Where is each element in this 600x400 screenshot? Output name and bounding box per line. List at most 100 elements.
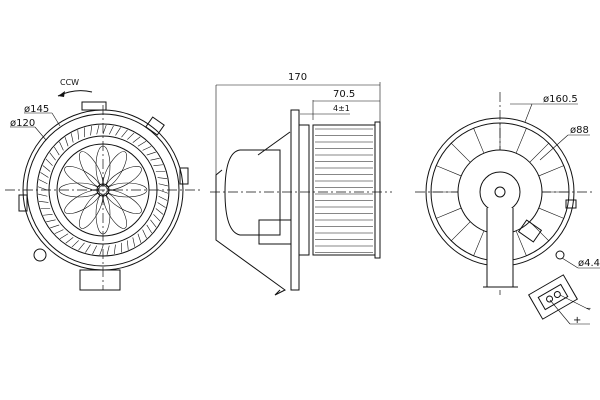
fan-blade bbox=[137, 141, 147, 147]
fan-slats bbox=[315, 128, 373, 253]
fan-blade bbox=[132, 237, 136, 247]
rear-rib bbox=[473, 230, 485, 256]
negative-terminal-label: – bbox=[586, 303, 591, 314]
fan-blade bbox=[38, 193, 48, 197]
front-left-tab bbox=[18, 194, 28, 212]
rear-rib bbox=[515, 230, 527, 256]
diameter-88-label: ø88 bbox=[570, 125, 589, 136]
leader-positive bbox=[549, 299, 571, 325]
side-view: 170 70.5 4±1 bbox=[210, 72, 392, 296]
fan-blade bbox=[85, 244, 91, 253]
leader-160-5b bbox=[524, 103, 533, 123]
fan-blade bbox=[50, 224, 60, 229]
rear-shaft bbox=[494, 186, 506, 198]
leader-4-4 bbox=[561, 257, 579, 269]
fan-blade bbox=[115, 127, 121, 136]
fan-blade bbox=[158, 196, 168, 201]
fan-blade bbox=[46, 219, 56, 223]
fan-blade bbox=[78, 242, 85, 251]
electrical-connector bbox=[527, 274, 579, 320]
fan-hub-ring bbox=[298, 124, 310, 256]
mount-hole bbox=[555, 250, 565, 260]
fan-blade bbox=[132, 136, 141, 143]
impeller-petal bbox=[103, 192, 127, 229]
fan-blade bbox=[42, 165, 51, 172]
rear-rib bbox=[436, 165, 462, 177]
impeller-petal bbox=[105, 190, 142, 214]
rear-rib bbox=[538, 165, 564, 177]
front-impeller bbox=[56, 143, 150, 237]
rear-rib bbox=[515, 128, 527, 154]
fan-blade bbox=[43, 213, 53, 216]
side-connector bbox=[258, 219, 292, 245]
ccw-label: CCW bbox=[60, 78, 79, 87]
fan-blade bbox=[64, 137, 69, 147]
positive-terminal-label: + bbox=[573, 315, 581, 326]
fan-blade bbox=[157, 202, 166, 208]
fan-blade bbox=[54, 146, 60, 156]
fan-blades bbox=[37, 124, 169, 256]
pin-positive bbox=[546, 295, 554, 303]
impeller-petal bbox=[79, 192, 103, 229]
fan-blade bbox=[59, 141, 64, 151]
fan-blade bbox=[99, 245, 104, 256]
fan-blade bbox=[121, 129, 128, 138]
fan-blade bbox=[38, 179, 48, 184]
impeller-petal bbox=[95, 145, 111, 187]
impeller-petal bbox=[105, 166, 142, 190]
diameter-160-5-label: ø160.5 bbox=[543, 94, 578, 105]
front-view: CCW ø145 ø120 bbox=[5, 78, 200, 291]
leader-negative bbox=[559, 294, 591, 311]
fan-blade bbox=[109, 125, 114, 135]
fan-blade bbox=[106, 245, 110, 255]
fan-blade bbox=[37, 186, 48, 191]
fan-blade bbox=[113, 244, 116, 255]
rear-rib bbox=[538, 207, 564, 219]
fan-blade bbox=[142, 229, 147, 239]
diameter-120-label: ø120 bbox=[10, 118, 35, 129]
fan-blade bbox=[59, 233, 69, 239]
fan-blade bbox=[150, 157, 160, 161]
fan-blade bbox=[38, 200, 49, 203]
fan-blade bbox=[45, 158, 53, 166]
front-mount-ear bbox=[33, 248, 47, 262]
diameter-4-4-label: ø4.4 bbox=[578, 258, 600, 269]
front-shaft bbox=[96, 183, 110, 197]
dim-170-label: 170 bbox=[288, 72, 307, 83]
fan-blade bbox=[158, 183, 168, 187]
motor-body bbox=[224, 149, 281, 236]
fan-blade bbox=[49, 152, 56, 161]
mounting-plate bbox=[290, 109, 300, 291]
motor-bracket bbox=[215, 169, 286, 296]
fan-cylinder bbox=[312, 124, 376, 256]
rear-rib bbox=[473, 128, 485, 154]
fan-blade bbox=[102, 124, 107, 135]
front-side-tab bbox=[145, 116, 165, 136]
fan-blade bbox=[137, 233, 142, 243]
diameter-145-label: ø145 bbox=[24, 104, 49, 115]
fan-blade bbox=[146, 151, 156, 156]
front-fan-inner bbox=[48, 135, 158, 245]
leader-120b bbox=[34, 126, 47, 141]
connector-housing bbox=[527, 274, 579, 320]
fan-blade bbox=[92, 245, 97, 255]
rear-arm bbox=[486, 208, 514, 288]
front-housing-rim bbox=[26, 113, 180, 267]
dim-4-label: 4±1 bbox=[333, 104, 350, 113]
impeller-petal bbox=[106, 182, 148, 198]
leader-145b bbox=[51, 112, 61, 127]
fan-end-ring bbox=[374, 121, 381, 259]
dim-70-5-label: 70.5 bbox=[333, 89, 355, 100]
fan-blade bbox=[155, 208, 164, 215]
rear-rib bbox=[450, 142, 471, 163]
front-right-tab bbox=[179, 167, 189, 185]
rear-ribs bbox=[431, 123, 569, 261]
front-top-tab bbox=[81, 101, 107, 111]
rear-side-tube bbox=[565, 199, 577, 209]
connector-socket bbox=[537, 283, 569, 311]
fan-blade bbox=[153, 164, 163, 167]
ccw-arrowhead-icon bbox=[58, 91, 65, 97]
fan-blade bbox=[77, 130, 80, 140]
impeller-petal bbox=[95, 193, 111, 235]
